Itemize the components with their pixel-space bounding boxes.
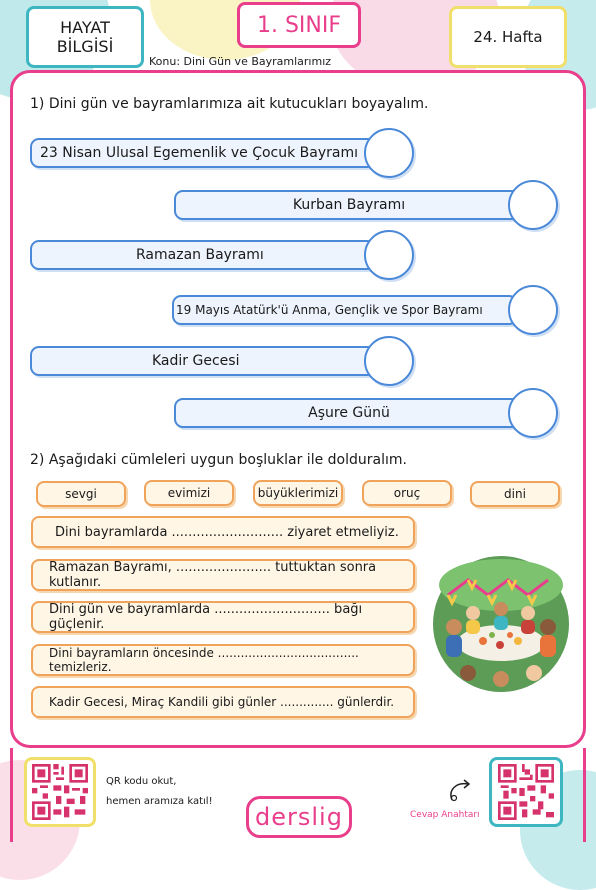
item-label-5: Kadir Gecesi	[152, 353, 240, 369]
subject-box: HAYAT BİLGİSİ	[26, 6, 144, 68]
grade-label: 1. SINIF	[256, 12, 342, 38]
word-chip-sevgi[interactable]: sevgi	[36, 481, 126, 507]
paint-circle-6[interactable]	[508, 388, 558, 438]
sentence-text-5: Kadir Gecesi, Miraç Kandili gibi günler …	[49, 695, 395, 709]
footer-frame	[10, 748, 586, 842]
brand-text: derslig	[255, 803, 343, 831]
week-box: 24. Hafta	[449, 6, 567, 68]
sentence-5[interactable]: Kadir Gecesi, Miraç Kandili gibi günler …	[31, 686, 415, 718]
word-chip-evimizi[interactable]: evimizi	[144, 480, 234, 506]
qr-code-icon	[32, 764, 88, 820]
item-label-3: Ramazan Bayramı	[136, 247, 264, 263]
word-chip-dini[interactable]: dini	[470, 481, 560, 507]
community-qr-code[interactable]	[24, 757, 96, 827]
topic-label: Konu: Dini Gün ve Bayramlarımız	[149, 55, 332, 68]
paint-circle-1[interactable]	[364, 128, 414, 178]
word-label: evimizi	[167, 486, 211, 500]
family-feast-illustration	[428, 555, 574, 693]
sentence-4[interactable]: Dini bayramların öncesinde .............…	[31, 644, 415, 676]
word-label: sevgi	[65, 487, 97, 501]
paint-circle-4[interactable]	[508, 285, 558, 335]
qr-code-icon	[498, 764, 554, 820]
item-label-4: 19 Mayıs Atatürk'ü Anma, Gençlik ve Spor…	[176, 303, 483, 317]
paint-circle-3[interactable]	[364, 230, 414, 280]
sentence-text-1: Dini bayramlarda .......................…	[55, 524, 399, 540]
question-1: 1) Dini gün ve bayramlarımıza ait kutucu…	[30, 96, 429, 112]
curved-arrow-icon	[446, 778, 476, 804]
word-chip-buyuklerimizi[interactable]: büyüklerimizi	[253, 480, 343, 506]
qr-caption: QR kodu okut, hemen aramıza katıl!	[106, 772, 213, 812]
paint-circle-5[interactable]	[364, 336, 414, 386]
sentence-text-4: Dini bayramların öncesinde .............…	[49, 646, 359, 674]
qr-caption-line1: QR kodu okut,	[106, 776, 177, 787]
question-2: 2) Aşağıdaki cümleleri uygun boşluklar i…	[30, 452, 407, 468]
item-bar-5: Kadir Gecesi	[30, 346, 376, 376]
answer-key-qr-code[interactable]	[489, 757, 563, 827]
word-label: dini	[504, 487, 526, 501]
item-bar-6: Aşure Günü	[174, 398, 524, 428]
sentence-text-2: Ramazan Bayramı, .......................…	[49, 560, 377, 590]
item-bar-3: Ramazan Bayramı	[30, 240, 376, 270]
word-label: büyüklerimizi	[257, 486, 339, 500]
sentence-text-3: Dini gün ve bayramlarda ................…	[49, 602, 363, 632]
paint-circle-2[interactable]	[508, 180, 558, 230]
item-label-2: Kurban Bayramı	[292, 197, 406, 213]
word-chip-oruc[interactable]: oruç	[362, 480, 452, 506]
week-label: 24. Hafta	[473, 28, 543, 46]
subject-line1: HAYAT	[60, 18, 110, 37]
answer-key-label: Cevap Anahtarı	[410, 810, 480, 820]
sentence-1[interactable]: Dini bayramlarda .......................…	[31, 516, 415, 548]
sentence-2[interactable]: Ramazan Bayramı, .......................…	[31, 559, 415, 591]
item-bar-1: 23 Nisan Ulusal Egemenlik ve Çocuk Bayra…	[30, 138, 376, 168]
sentence-3[interactable]: Dini gün ve bayramlarda ................…	[31, 601, 415, 633]
word-label: oruç	[393, 486, 421, 500]
subject-line2: BİLGİSİ	[56, 37, 114, 56]
qr-caption-line2: hemen aramıza katıl!	[106, 796, 213, 807]
brand-logo[interactable]: derslig	[246, 796, 352, 838]
item-label-6: Aşure Günü	[308, 405, 390, 421]
grade-box: 1. SINIF	[237, 2, 361, 48]
item-bar-2: Kurban Bayramı	[174, 190, 524, 220]
item-label-1: 23 Nisan Ulusal Egemenlik ve Çocuk Bayra…	[40, 145, 359, 161]
item-bar-4: 19 Mayıs Atatürk'ü Anma, Gençlik ve Spor…	[172, 295, 518, 325]
